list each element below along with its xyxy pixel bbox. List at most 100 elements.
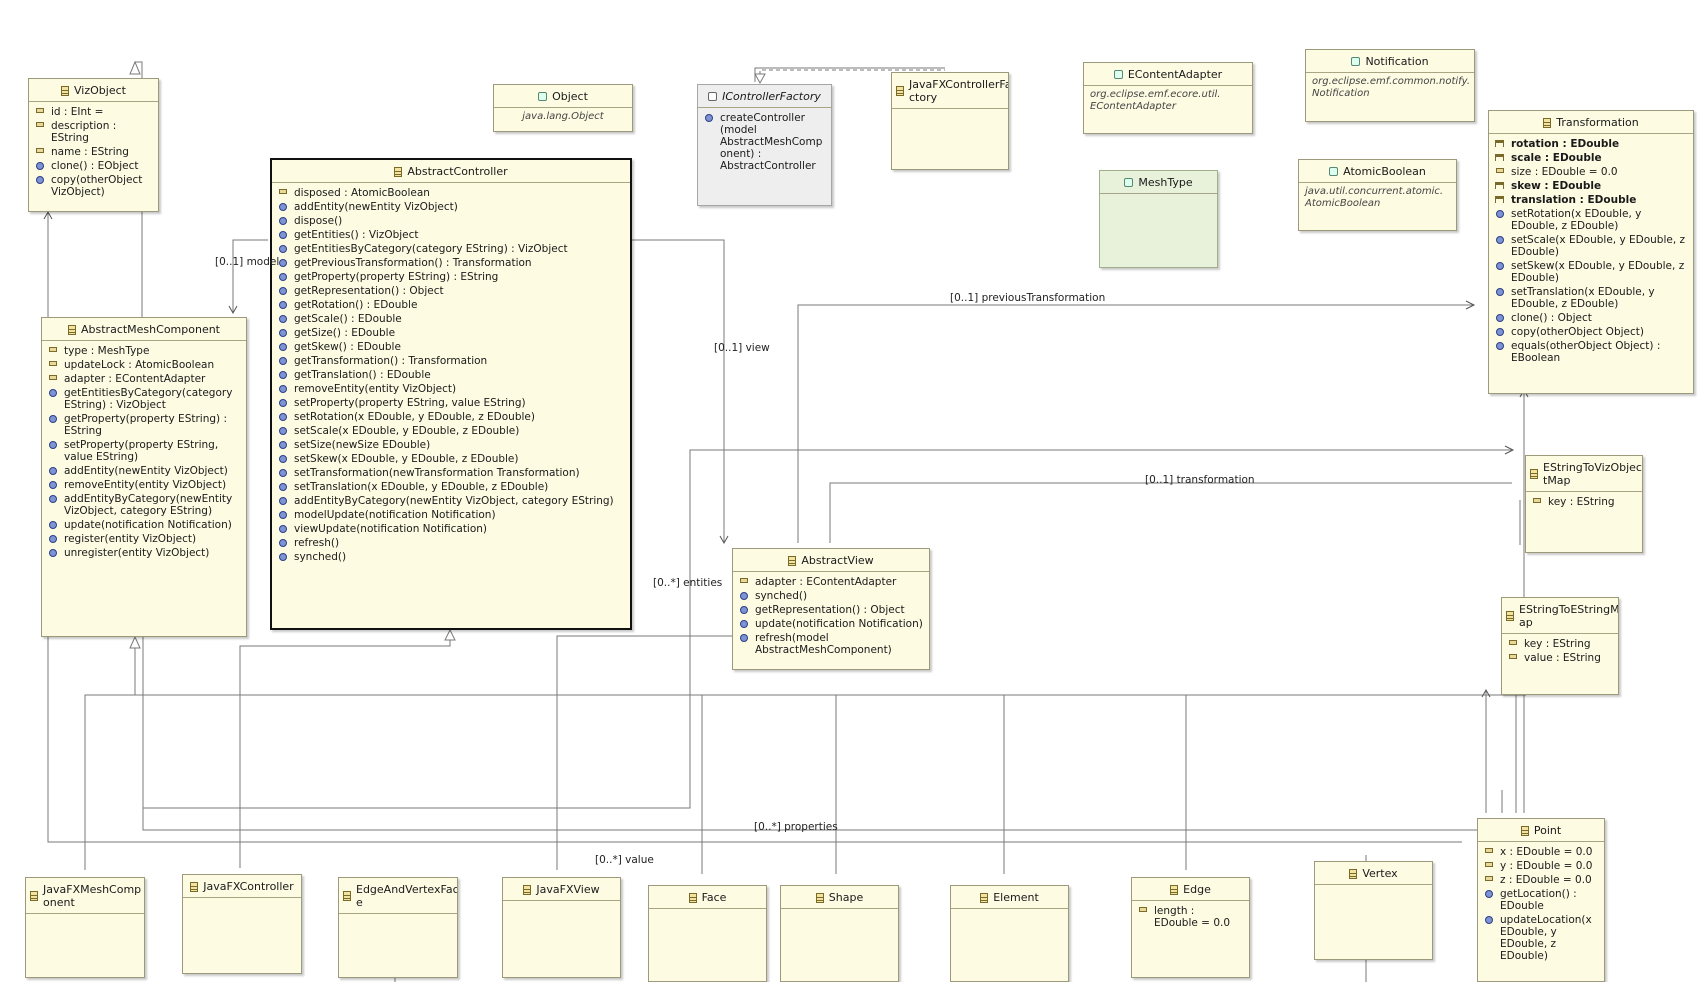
- interface-icontrollerfactory[interactable]: IControllerFactory createController (mod…: [697, 84, 832, 206]
- attribute-row[interactable]: id : EInt =: [29, 105, 158, 119]
- operation-row[interactable]: getEntitiesByCategory(category EString) …: [272, 242, 630, 256]
- attribute-row[interactable]: adapter : EContentAdapter: [42, 372, 246, 386]
- operation-row[interactable]: clone() : Object: [1489, 311, 1693, 325]
- class-javafxcontrollerfactory[interactable]: JavaFXControllerFa ctory: [891, 72, 1009, 170]
- class-estringtoestringmap[interactable]: EStringToEStringM ap key : EString value…: [1501, 597, 1619, 695]
- operation-icon: [278, 553, 287, 561]
- operation-row[interactable]: getSize() : EDouble: [272, 326, 630, 340]
- class-atomicboolean[interactable]: AtomicBoolean java.util.concurrent.atomi…: [1298, 159, 1457, 231]
- attribute-row[interactable]: updateLock : AtomicBoolean: [42, 358, 246, 372]
- operation-row[interactable]: synched(): [272, 550, 630, 564]
- class-transformation[interactable]: Transformation rotation : EDouble scale …: [1488, 110, 1694, 394]
- class-econtentadapter[interactable]: EContentAdapter org.eclipse.emf.ecore.ut…: [1083, 62, 1253, 134]
- attribute-row[interactable]: rotation : EDouble: [1489, 137, 1693, 151]
- attribute-row[interactable]: disposed : AtomicBoolean: [272, 186, 630, 200]
- operation-row[interactable]: refresh(): [272, 536, 630, 550]
- operation-row[interactable]: removeEntity(entity VizObject): [42, 478, 246, 492]
- operation-row[interactable]: refresh(model AbstractMeshComponent): [733, 631, 929, 657]
- operation-row[interactable]: synched(): [733, 589, 929, 603]
- operation-row[interactable]: getRepresentation() : Object: [272, 284, 630, 298]
- attribute-row[interactable]: key : EString: [1526, 495, 1642, 509]
- operation-icon: [278, 217, 287, 225]
- operation-row[interactable]: setRotation(x EDouble, y EDouble, z EDou…: [272, 410, 630, 424]
- operation-row[interactable]: setProperty(property EString, value EStr…: [272, 396, 630, 410]
- operation-row[interactable]: getPreviousTransformation() : Transforma…: [272, 256, 630, 270]
- attribute-row[interactable]: description : EString: [29, 119, 158, 145]
- class-javafxcontroller[interactable]: JavaFXController: [182, 874, 302, 974]
- operation-row[interactable]: addEntity(newEntity VizObject): [272, 200, 630, 214]
- operation-row[interactable]: setTransformation(newTransformation Tran…: [272, 466, 630, 480]
- attribute-row[interactable]: scale : EDouble: [1489, 151, 1693, 165]
- operation-row[interactable]: getRotation() : EDouble: [272, 298, 630, 312]
- class-edge[interactable]: Edge length : EDouble = 0.0: [1131, 877, 1250, 978]
- attribute-row[interactable]: x : EDouble = 0.0: [1478, 845, 1604, 859]
- operation-row[interactable]: getScale() : EDouble: [272, 312, 630, 326]
- operation-row[interactable]: getRepresentation() : Object: [733, 603, 929, 617]
- attribute-row[interactable]: adapter : EContentAdapter: [733, 575, 929, 589]
- class-abstractcontroller[interactable]: AbstractController disposed : AtomicBool…: [270, 158, 632, 630]
- operation-row[interactable]: createController (model AbstractMeshComp…: [698, 111, 831, 173]
- enum-meshtype[interactable]: MeshType: [1099, 170, 1218, 268]
- operation-row[interactable]: getSkew() : EDouble: [272, 340, 630, 354]
- operation-row[interactable]: addEntity(newEntity VizObject): [42, 464, 246, 478]
- operation-row[interactable]: setSize(newSize EDouble): [272, 438, 630, 452]
- operation-row[interactable]: update(notification Notification): [42, 518, 246, 532]
- class-vertex[interactable]: Vertex: [1314, 861, 1433, 960]
- class-vizobject[interactable]: VizObject id : EInt = description : EStr…: [28, 78, 159, 212]
- attribute-row[interactable]: length : EDouble = 0.0: [1132, 904, 1249, 930]
- operation-row[interactable]: setRotation(x EDouble, y EDouble, z EDou…: [1489, 207, 1693, 233]
- operation-row[interactable]: copy(otherObject VizObject): [29, 173, 158, 199]
- class-javafxmeshcomponent[interactable]: JavaFXMeshComp onent: [25, 877, 145, 978]
- class-notification[interactable]: Notification org.eclipse.emf.common.noti…: [1305, 49, 1475, 122]
- attribute-row[interactable]: size : EDouble = 0.0: [1489, 165, 1693, 179]
- operation-row[interactable]: updateLocation(x EDouble, y EDouble, z E…: [1478, 913, 1604, 963]
- class-object[interactable]: Object java.lang.Object: [493, 84, 633, 132]
- operation-row[interactable]: update(notification Notification): [733, 617, 929, 631]
- attribute-row[interactable]: skew : EDouble: [1489, 179, 1693, 193]
- operation-row[interactable]: copy(otherObject Object): [1489, 325, 1693, 339]
- class-edgeandvertexfactory[interactable]: EdgeAndVertexFac e: [338, 877, 458, 978]
- operation-row[interactable]: unregister(entity VizObject): [42, 546, 246, 560]
- attribute-icon: [739, 578, 748, 583]
- class-point[interactable]: Point x : EDouble = 0.0 y : EDouble = 0.…: [1477, 818, 1605, 982]
- operation-row[interactable]: setTranslation(x EDouble, y EDouble, z E…: [1489, 285, 1693, 311]
- operation-row[interactable]: modelUpdate(notification Notification): [272, 508, 630, 522]
- class-abstractmeshcomponent[interactable]: AbstractMeshComponent type : MeshType up…: [41, 317, 247, 637]
- attribute-row[interactable]: z : EDouble = 0.0: [1478, 873, 1604, 887]
- operation-row[interactable]: viewUpdate(notification Notification): [272, 522, 630, 536]
- operation-row[interactable]: addEntityByCategory(newEntity VizObject,…: [272, 494, 630, 508]
- operation-row[interactable]: dispose(): [272, 214, 630, 228]
- class-estringtovizobjectmap[interactable]: EStringToVizObjec tMap key : EString: [1525, 455, 1643, 553]
- operation-row[interactable]: getTransformation() : Transformation: [272, 354, 630, 368]
- class-element[interactable]: Element: [950, 885, 1069, 982]
- attribute-row[interactable]: key : EString: [1502, 637, 1618, 651]
- operation-row[interactable]: setSkew(x EDouble, y EDouble, z EDouble): [272, 452, 630, 466]
- operation-row[interactable]: getEntitiesByCategory(category EString) …: [42, 386, 246, 412]
- class-javafxview[interactable]: JavaFXView: [502, 877, 621, 978]
- operation-row[interactable]: setTranslation(x EDouble, y EDouble, z E…: [272, 480, 630, 494]
- operation-row[interactable]: setProperty(property EString, value EStr…: [42, 438, 246, 464]
- class-abstractview[interactable]: AbstractView adapter : EContentAdapter s…: [732, 548, 930, 670]
- operation-row[interactable]: clone() : EObject: [29, 159, 158, 173]
- attribute-row[interactable]: name : EString: [29, 145, 158, 159]
- class-name: Notification: [1365, 55, 1429, 68]
- attribute-row[interactable]: y : EDouble = 0.0: [1478, 859, 1604, 873]
- operation-row[interactable]: register(entity VizObject): [42, 532, 246, 546]
- operation-row[interactable]: setScale(x EDouble, y EDouble, z EDouble…: [1489, 233, 1693, 259]
- class-shape[interactable]: Shape: [780, 885, 899, 982]
- attribute-row[interactable]: value : EString: [1502, 651, 1618, 665]
- operation-row[interactable]: getProperty(property EString) : EString: [42, 412, 246, 438]
- operation-row[interactable]: addEntityByCategory(newEntity VizObject,…: [42, 492, 246, 518]
- operation-row[interactable]: equals(otherObject Object) : EBoolean: [1489, 339, 1693, 365]
- class-face[interactable]: Face: [648, 885, 767, 982]
- operation-row[interactable]: setScale(x EDouble, y EDouble, z EDouble…: [272, 424, 630, 438]
- attribute-row[interactable]: translation : EDouble: [1489, 193, 1693, 207]
- operation-row[interactable]: getEntities() : VizObject: [272, 228, 630, 242]
- operation-row[interactable]: getLocation() : EDouble: [1478, 887, 1604, 913]
- attribute-row[interactable]: type : MeshType: [42, 344, 246, 358]
- instance-class-name: org.eclipse.emf.ecore.util. EContentAdap…: [1090, 89, 1221, 112]
- operation-row[interactable]: removeEntity(entity VizObject): [272, 382, 630, 396]
- operation-row[interactable]: getProperty(property EString) : EString: [272, 270, 630, 284]
- operation-row[interactable]: getTranslation() : EDouble: [272, 368, 630, 382]
- operation-row[interactable]: setSkew(x EDouble, y EDouble, z EDouble): [1489, 259, 1693, 285]
